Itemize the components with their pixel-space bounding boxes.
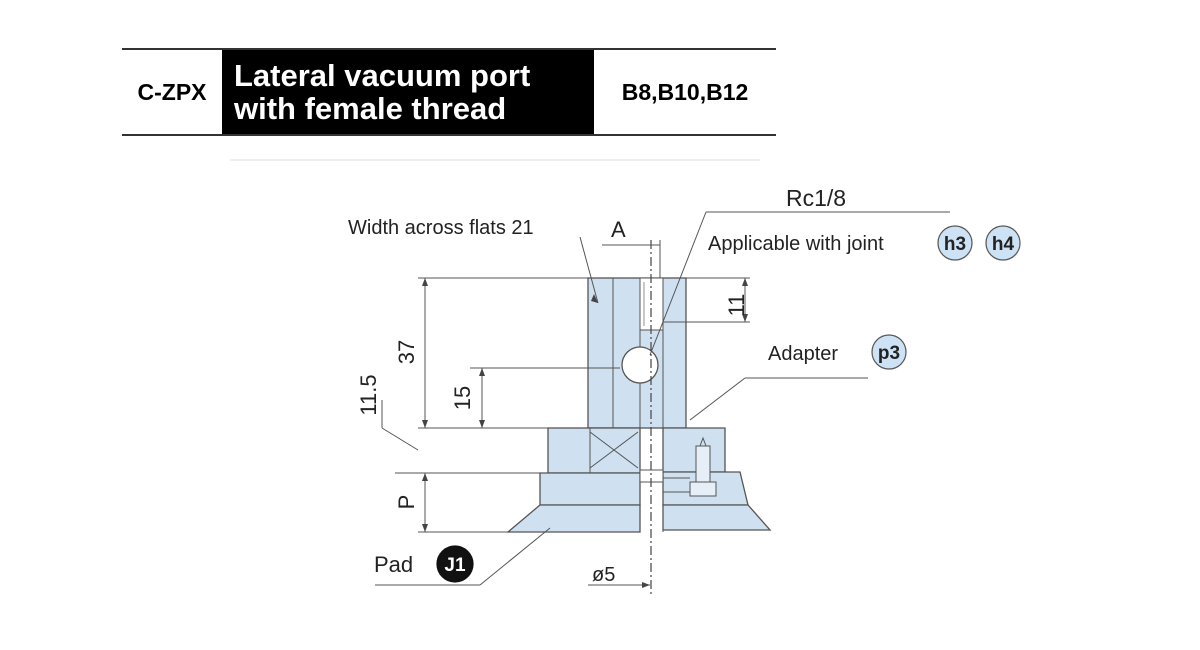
- pad-label: Pad: [374, 552, 413, 577]
- pad-skirt-left: [506, 504, 641, 533]
- size-range: B8,B10,B12: [621, 78, 749, 105]
- title-line-1: Lateral vacuum port: [234, 58, 531, 93]
- dim-15: 15: [450, 386, 475, 410]
- badge-h3[interactable]: h3: [937, 225, 973, 261]
- badge-p3-text: p3: [878, 343, 900, 364]
- dim-p: P: [394, 495, 419, 510]
- pad-band-left: [539, 472, 641, 506]
- adapter-nut: [689, 481, 717, 497]
- lateral-port: [621, 346, 659, 384]
- width-across-flats-label: Width across flats 21: [348, 217, 534, 239]
- vacuum-pad-body: [506, 277, 772, 533]
- product-code: C-ZPX: [137, 78, 207, 105]
- adapter-label: Adapter: [768, 343, 838, 365]
- pad-skirt-right: [662, 504, 772, 531]
- hex-cross-b: [589, 431, 639, 469]
- joint-label: Applicable with joint: [708, 233, 884, 255]
- section-a-label: A: [611, 217, 626, 242]
- dim-11-5: 11.5: [356, 374, 381, 415]
- dim-11: 11: [724, 294, 749, 317]
- dimension-lines: [375, 211, 950, 586]
- header-table: C-ZPX Lateral vacuum port with female th…: [122, 48, 776, 136]
- product-title: Lateral vacuum port with female thread: [222, 50, 594, 134]
- badge-h4-text: h4: [992, 234, 1015, 255]
- phi5-dimension: ø5: [592, 564, 615, 586]
- badge-j1[interactable]: J1: [436, 545, 474, 583]
- badge-h3-text: h3: [944, 234, 966, 255]
- badge-h4[interactable]: h4: [985, 225, 1021, 261]
- thread-label: Rc1/8: [786, 185, 846, 211]
- adapter-screw: [695, 445, 711, 483]
- dim-37: 37: [394, 340, 419, 364]
- badge-p3[interactable]: p3: [871, 334, 907, 370]
- adapter-body: [662, 427, 726, 473]
- badge-j1-text: J1: [444, 555, 466, 576]
- title-line-2: with female thread: [234, 91, 507, 126]
- arrowheads: [422, 278, 748, 588]
